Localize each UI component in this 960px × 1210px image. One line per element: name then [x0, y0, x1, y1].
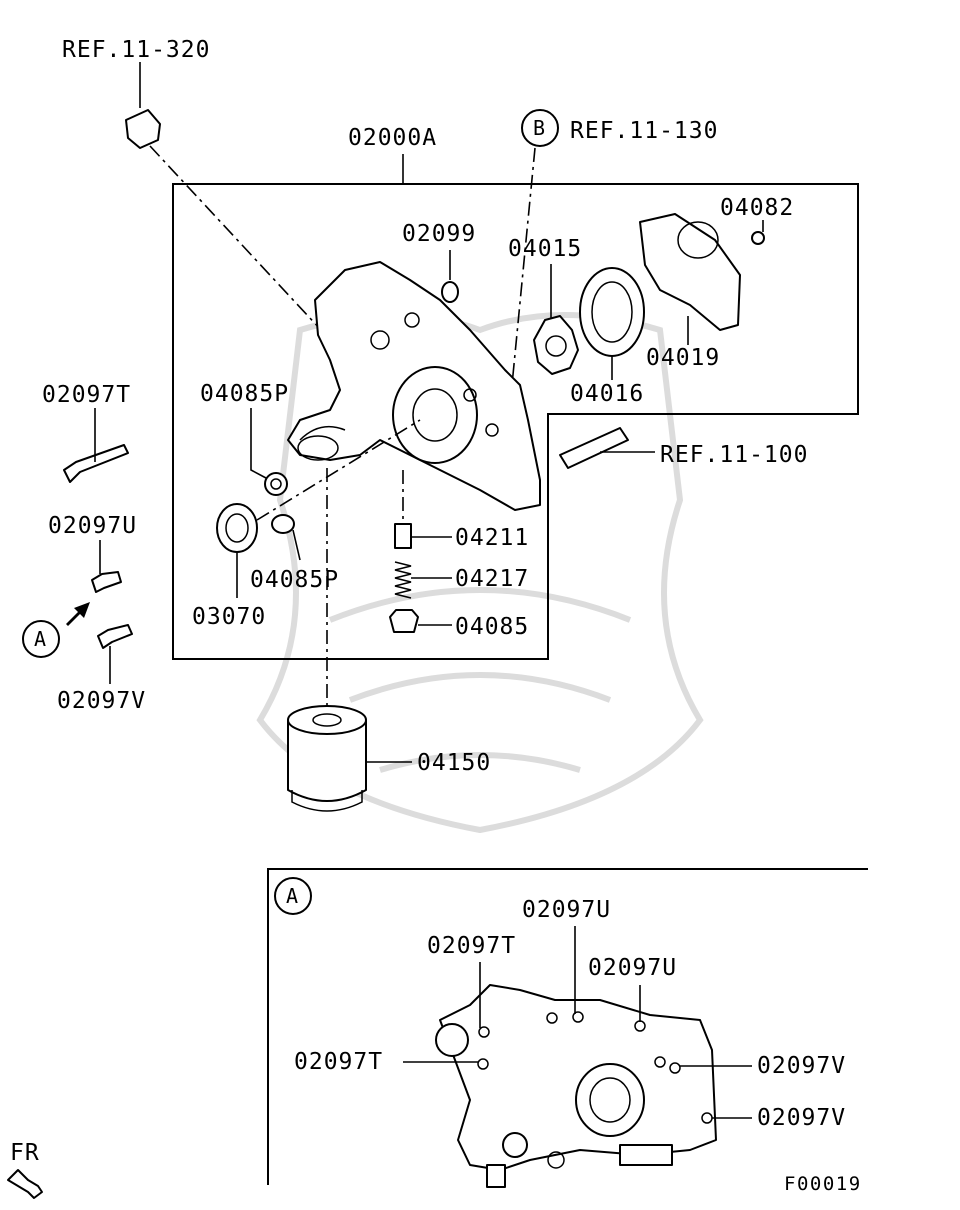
- bolt-02097V: [97, 624, 133, 684]
- label-03070: 03070: [192, 604, 266, 630]
- relief-plug-04085: [389, 609, 452, 633]
- label-04085P-bottom: 04085P: [250, 567, 339, 593]
- arrow-to-view-a: [66, 602, 90, 626]
- label-04082: 04082: [720, 195, 794, 221]
- oil-pump-case: [287, 261, 541, 511]
- detail-label-02097T-top: 02097T: [427, 933, 516, 959]
- oil-filter-04150: [287, 705, 412, 812]
- fr-label: FR: [10, 1140, 40, 1166]
- detail-label-02097V-upper: 02097V: [757, 1053, 846, 1079]
- figure-code: F00019: [784, 1173, 862, 1195]
- pump-cover-04019: [639, 213, 741, 345]
- assembly-02000A-frame: [172, 183, 859, 660]
- plug-04085P-bottom: [271, 514, 301, 561]
- plug-04085P-top: [250, 408, 288, 496]
- relief-spring-04217: [394, 561, 452, 599]
- label-circle-b: B: [533, 116, 545, 140]
- detail-label-02097V-lower: 02097V: [757, 1105, 846, 1131]
- label-04019: 04019: [646, 345, 720, 371]
- label-ref-11-130: REF.11-130: [570, 118, 718, 144]
- oil-pipe-ref: [559, 427, 655, 469]
- label-04150: 04150: [417, 750, 491, 776]
- label-ref-11-100: REF.11-100: [660, 442, 808, 468]
- detail-label-02097T-left: 02097T: [294, 1049, 383, 1075]
- label-02097T-left: 02097T: [42, 382, 131, 408]
- detail-label-02097U-top: 02097U: [522, 897, 611, 923]
- detail-a-circle-label: A: [286, 884, 298, 908]
- label-04016: 04016: [570, 381, 644, 407]
- ref-b-marker: [511, 109, 559, 386]
- relief-plunger-04211: [394, 523, 452, 549]
- label-04217: 04217: [455, 566, 529, 592]
- label-circle-a: A: [34, 627, 46, 651]
- label-02000A: 02000A: [348, 125, 437, 151]
- oil-seal-03070: [216, 419, 421, 598]
- label-02097U-left: 02097U: [48, 513, 137, 539]
- detail-a-pump-view: [435, 984, 717, 1188]
- oil-pressure-switch-ref: [125, 62, 336, 346]
- label-ref-11-320: REF.11-320: [62, 37, 210, 63]
- outer-rotor-04016: [579, 267, 645, 380]
- detail-a-marker: [274, 877, 312, 915]
- view-a-marker: [22, 620, 60, 658]
- inner-rotor-04015: [533, 264, 579, 375]
- watermark-emblem: [256, 312, 704, 834]
- label-04085P-top: 04085P: [200, 381, 289, 407]
- detail-label-02097U-right: 02097U: [588, 955, 677, 981]
- front-direction-arrow: [7, 1169, 43, 1199]
- screw-04082: [751, 220, 765, 245]
- label-04211: 04211: [455, 525, 529, 551]
- label-02097V-left: 02097V: [57, 688, 146, 714]
- label-02099: 02099: [402, 221, 476, 247]
- bolt-02097T: [63, 408, 129, 483]
- o-ring-02099: [441, 281, 459, 303]
- bolt-02097U: [91, 540, 122, 593]
- label-04085: 04085: [455, 614, 529, 640]
- detail-a-frame: [267, 868, 868, 1185]
- label-04015: 04015: [508, 236, 582, 262]
